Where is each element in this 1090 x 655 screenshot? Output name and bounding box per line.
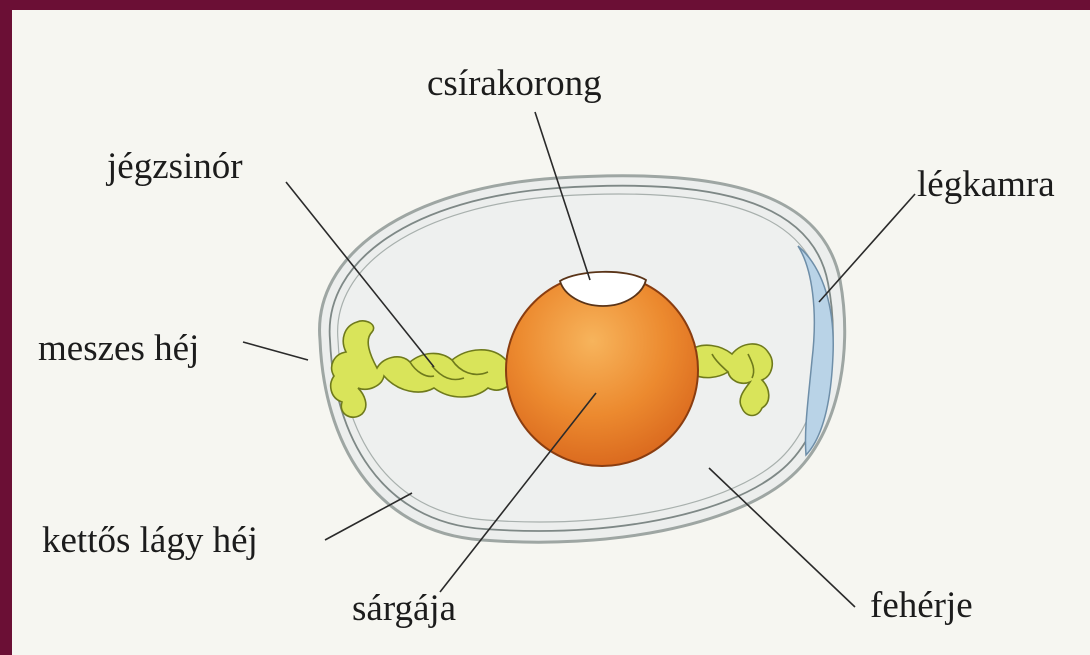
label-membranes: kettős lágy héj (42, 522, 258, 559)
label-germinal-disc: csírakorong (427, 65, 602, 102)
label-chalaza: jégzsinór (107, 148, 243, 185)
label-yolk: sárgája (352, 590, 456, 627)
leader-membranes (325, 493, 412, 540)
leader-shell (243, 342, 308, 360)
label-albumen: fehérje (870, 587, 973, 624)
leader-air-cell (819, 194, 915, 302)
label-shell: meszes héj (38, 330, 199, 367)
diagram-canvas: csírakorong jégzsinór légkamra meszes hé… (12, 10, 1090, 655)
label-air-cell: légkamra (917, 166, 1055, 203)
leader-albumen (709, 468, 855, 607)
